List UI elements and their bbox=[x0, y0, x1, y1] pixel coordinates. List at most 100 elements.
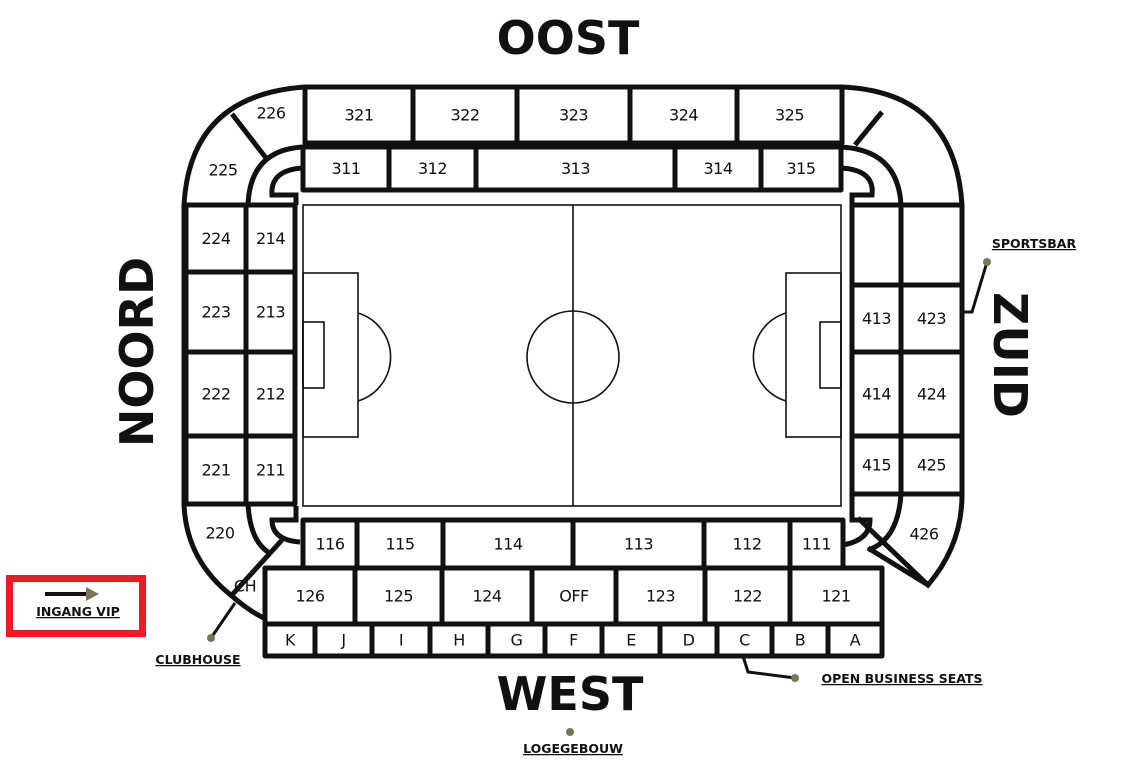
section-block[interactable] bbox=[183, 269, 249, 355]
section-label: 424 bbox=[917, 385, 946, 404]
section-425[interactable]: 425 bbox=[898, 433, 965, 497]
section-223[interactable]: 223 bbox=[183, 269, 249, 355]
section-211[interactable]: 211 bbox=[243, 433, 298, 507]
section-414[interactable]: 414 bbox=[849, 349, 904, 439]
section-315[interactable]: 315 bbox=[758, 144, 844, 193]
section-325[interactable]: 325 bbox=[734, 84, 845, 146]
poi-ingang-vip[interactable]: INGANG VIP bbox=[36, 587, 120, 619]
section-323[interactable]: 323 bbox=[514, 84, 633, 146]
section-125[interactable]: 125 bbox=[352, 565, 445, 627]
section-312[interactable]: 312 bbox=[386, 144, 479, 193]
section-214[interactable]: 214 bbox=[243, 202, 298, 275]
section-block[interactable] bbox=[485, 621, 548, 659]
section-block[interactable] bbox=[183, 433, 249, 507]
section-d[interactable]: D bbox=[657, 621, 720, 659]
section-null[interactable] bbox=[849, 202, 904, 288]
section-block[interactable] bbox=[825, 621, 885, 659]
section-423[interactable]: 423 bbox=[898, 282, 965, 355]
poi-open-business-seats[interactable]: OPEN BUSINESS SEATS bbox=[741, 655, 983, 686]
section-121[interactable]: 121 bbox=[787, 565, 885, 627]
section-label: 313 bbox=[561, 159, 590, 178]
section-off[interactable]: OFF bbox=[529, 565, 619, 627]
clubhouse-label[interactable]: CLUBHOUSE bbox=[155, 652, 240, 667]
section-null[interactable] bbox=[898, 202, 965, 288]
ingang-vip-label[interactable]: INGANG VIP bbox=[36, 604, 120, 619]
section-413[interactable]: 413 bbox=[849, 282, 904, 355]
section-112[interactable]: 112 bbox=[701, 517, 793, 571]
section-123[interactable]: 123 bbox=[613, 565, 708, 627]
section-225[interactable]: 225 bbox=[208, 161, 238, 180]
section-block[interactable] bbox=[354, 517, 446, 571]
section-424[interactable]: 424 bbox=[898, 349, 965, 439]
section-block[interactable] bbox=[599, 621, 663, 659]
section-block[interactable] bbox=[302, 84, 416, 146]
section-block[interactable] bbox=[702, 565, 793, 627]
section-124[interactable]: 124 bbox=[439, 565, 535, 627]
ingang-vip-highlight[interactable] bbox=[6, 575, 146, 637]
section-label: 111 bbox=[802, 535, 831, 554]
section-ch[interactable]: CH bbox=[234, 577, 257, 596]
section-116[interactable]: 116 bbox=[300, 517, 360, 571]
section-311[interactable]: 311 bbox=[300, 144, 392, 193]
section-block[interactable] bbox=[898, 202, 965, 288]
section-block[interactable] bbox=[758, 144, 844, 193]
section-j[interactable]: J bbox=[312, 621, 375, 659]
section-block[interactable] bbox=[243, 269, 298, 355]
section-313[interactable]: 313 bbox=[473, 144, 678, 193]
poi-clubhouse[interactable]: CLUBHOUSE bbox=[155, 602, 241, 667]
section-block[interactable] bbox=[849, 282, 904, 355]
section-label: 113 bbox=[624, 535, 653, 554]
section-314[interactable]: 314 bbox=[672, 144, 764, 193]
section-126[interactable]: 126 bbox=[262, 565, 358, 627]
section-426[interactable]: 426 bbox=[909, 525, 939, 544]
section-415[interactable]: 415 bbox=[849, 433, 904, 497]
section-i[interactable]: I bbox=[369, 621, 433, 659]
section-block[interactable] bbox=[473, 144, 678, 193]
section-block[interactable] bbox=[542, 621, 605, 659]
section-111[interactable]: 111 bbox=[787, 517, 846, 571]
section-block[interactable] bbox=[849, 349, 904, 439]
section-213[interactable]: 213 bbox=[243, 269, 298, 355]
section-block[interactable] bbox=[570, 517, 707, 571]
section-g[interactable]: G bbox=[485, 621, 548, 659]
section-220[interactable]: 220 bbox=[205, 524, 235, 543]
section-113[interactable]: 113 bbox=[570, 517, 707, 571]
section-122[interactable]: 122 bbox=[702, 565, 793, 627]
poi-logegebouw[interactable]: LOGEGEBOUW bbox=[523, 728, 623, 756]
section-block[interactable] bbox=[898, 433, 965, 497]
section-322[interactable]: 322 bbox=[410, 84, 520, 146]
section-block[interactable] bbox=[787, 517, 846, 571]
section-114[interactable]: 114 bbox=[440, 517, 576, 571]
section-b[interactable]: B bbox=[769, 621, 831, 659]
logegebouw-label[interactable]: LOGEGEBOUW bbox=[523, 741, 623, 756]
section-block[interactable] bbox=[300, 144, 392, 193]
section-block[interactable] bbox=[243, 433, 298, 507]
section-block[interactable] bbox=[849, 202, 904, 288]
section-h[interactable]: H bbox=[427, 621, 491, 659]
section-block[interactable] bbox=[369, 621, 433, 659]
section-label: 226 bbox=[256, 104, 285, 123]
section-324[interactable]: 324 bbox=[627, 84, 740, 146]
section-221[interactable]: 221 bbox=[183, 433, 249, 507]
section-a[interactable]: A bbox=[825, 621, 885, 659]
section-block[interactable] bbox=[734, 84, 845, 146]
section-224[interactable]: 224 bbox=[183, 202, 249, 275]
section-c[interactable]: C bbox=[714, 621, 775, 659]
sportsbar-label[interactable]: SPORTSBAR bbox=[992, 236, 1077, 251]
section-block[interactable] bbox=[529, 565, 619, 627]
section-block[interactable] bbox=[410, 84, 520, 146]
open-business-seats-label[interactable]: OPEN BUSINESS SEATS bbox=[821, 671, 982, 686]
section-e[interactable]: E bbox=[599, 621, 663, 659]
section-block[interactable] bbox=[243, 349, 298, 439]
section-block[interactable] bbox=[386, 144, 479, 193]
section-115[interactable]: 115 bbox=[354, 517, 446, 571]
section-226[interactable]: 226 bbox=[256, 104, 286, 123]
section-321[interactable]: 321 bbox=[302, 84, 416, 146]
section-222[interactable]: 222 bbox=[183, 349, 249, 439]
section-f[interactable]: F bbox=[542, 621, 605, 659]
section-block[interactable] bbox=[657, 621, 720, 659]
section-212[interactable]: 212 bbox=[243, 349, 298, 439]
poi-sportsbar[interactable]: SPORTSBAR bbox=[962, 236, 1077, 314]
section-block[interactable] bbox=[439, 565, 535, 627]
section-k[interactable]: K bbox=[262, 621, 318, 659]
